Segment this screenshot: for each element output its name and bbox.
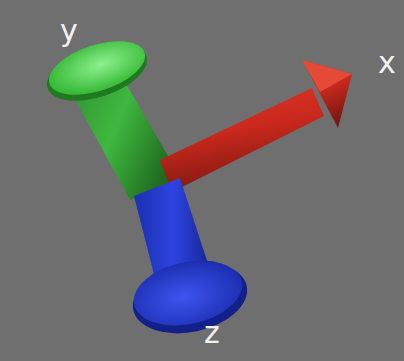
axis-label: y	[60, 16, 78, 46]
axis-label: x	[378, 48, 396, 78]
x-shaft	[160, 88, 324, 192]
y-axis	[40, 31, 182, 200]
x-arrowhead-light	[302, 60, 352, 92]
z-disk	[128, 251, 248, 335]
z-axis	[126, 178, 254, 343]
x-axis	[160, 60, 352, 192]
x-arrowhead	[302, 60, 352, 128]
axis-label: z	[204, 318, 220, 348]
y-disk	[42, 31, 151, 106]
